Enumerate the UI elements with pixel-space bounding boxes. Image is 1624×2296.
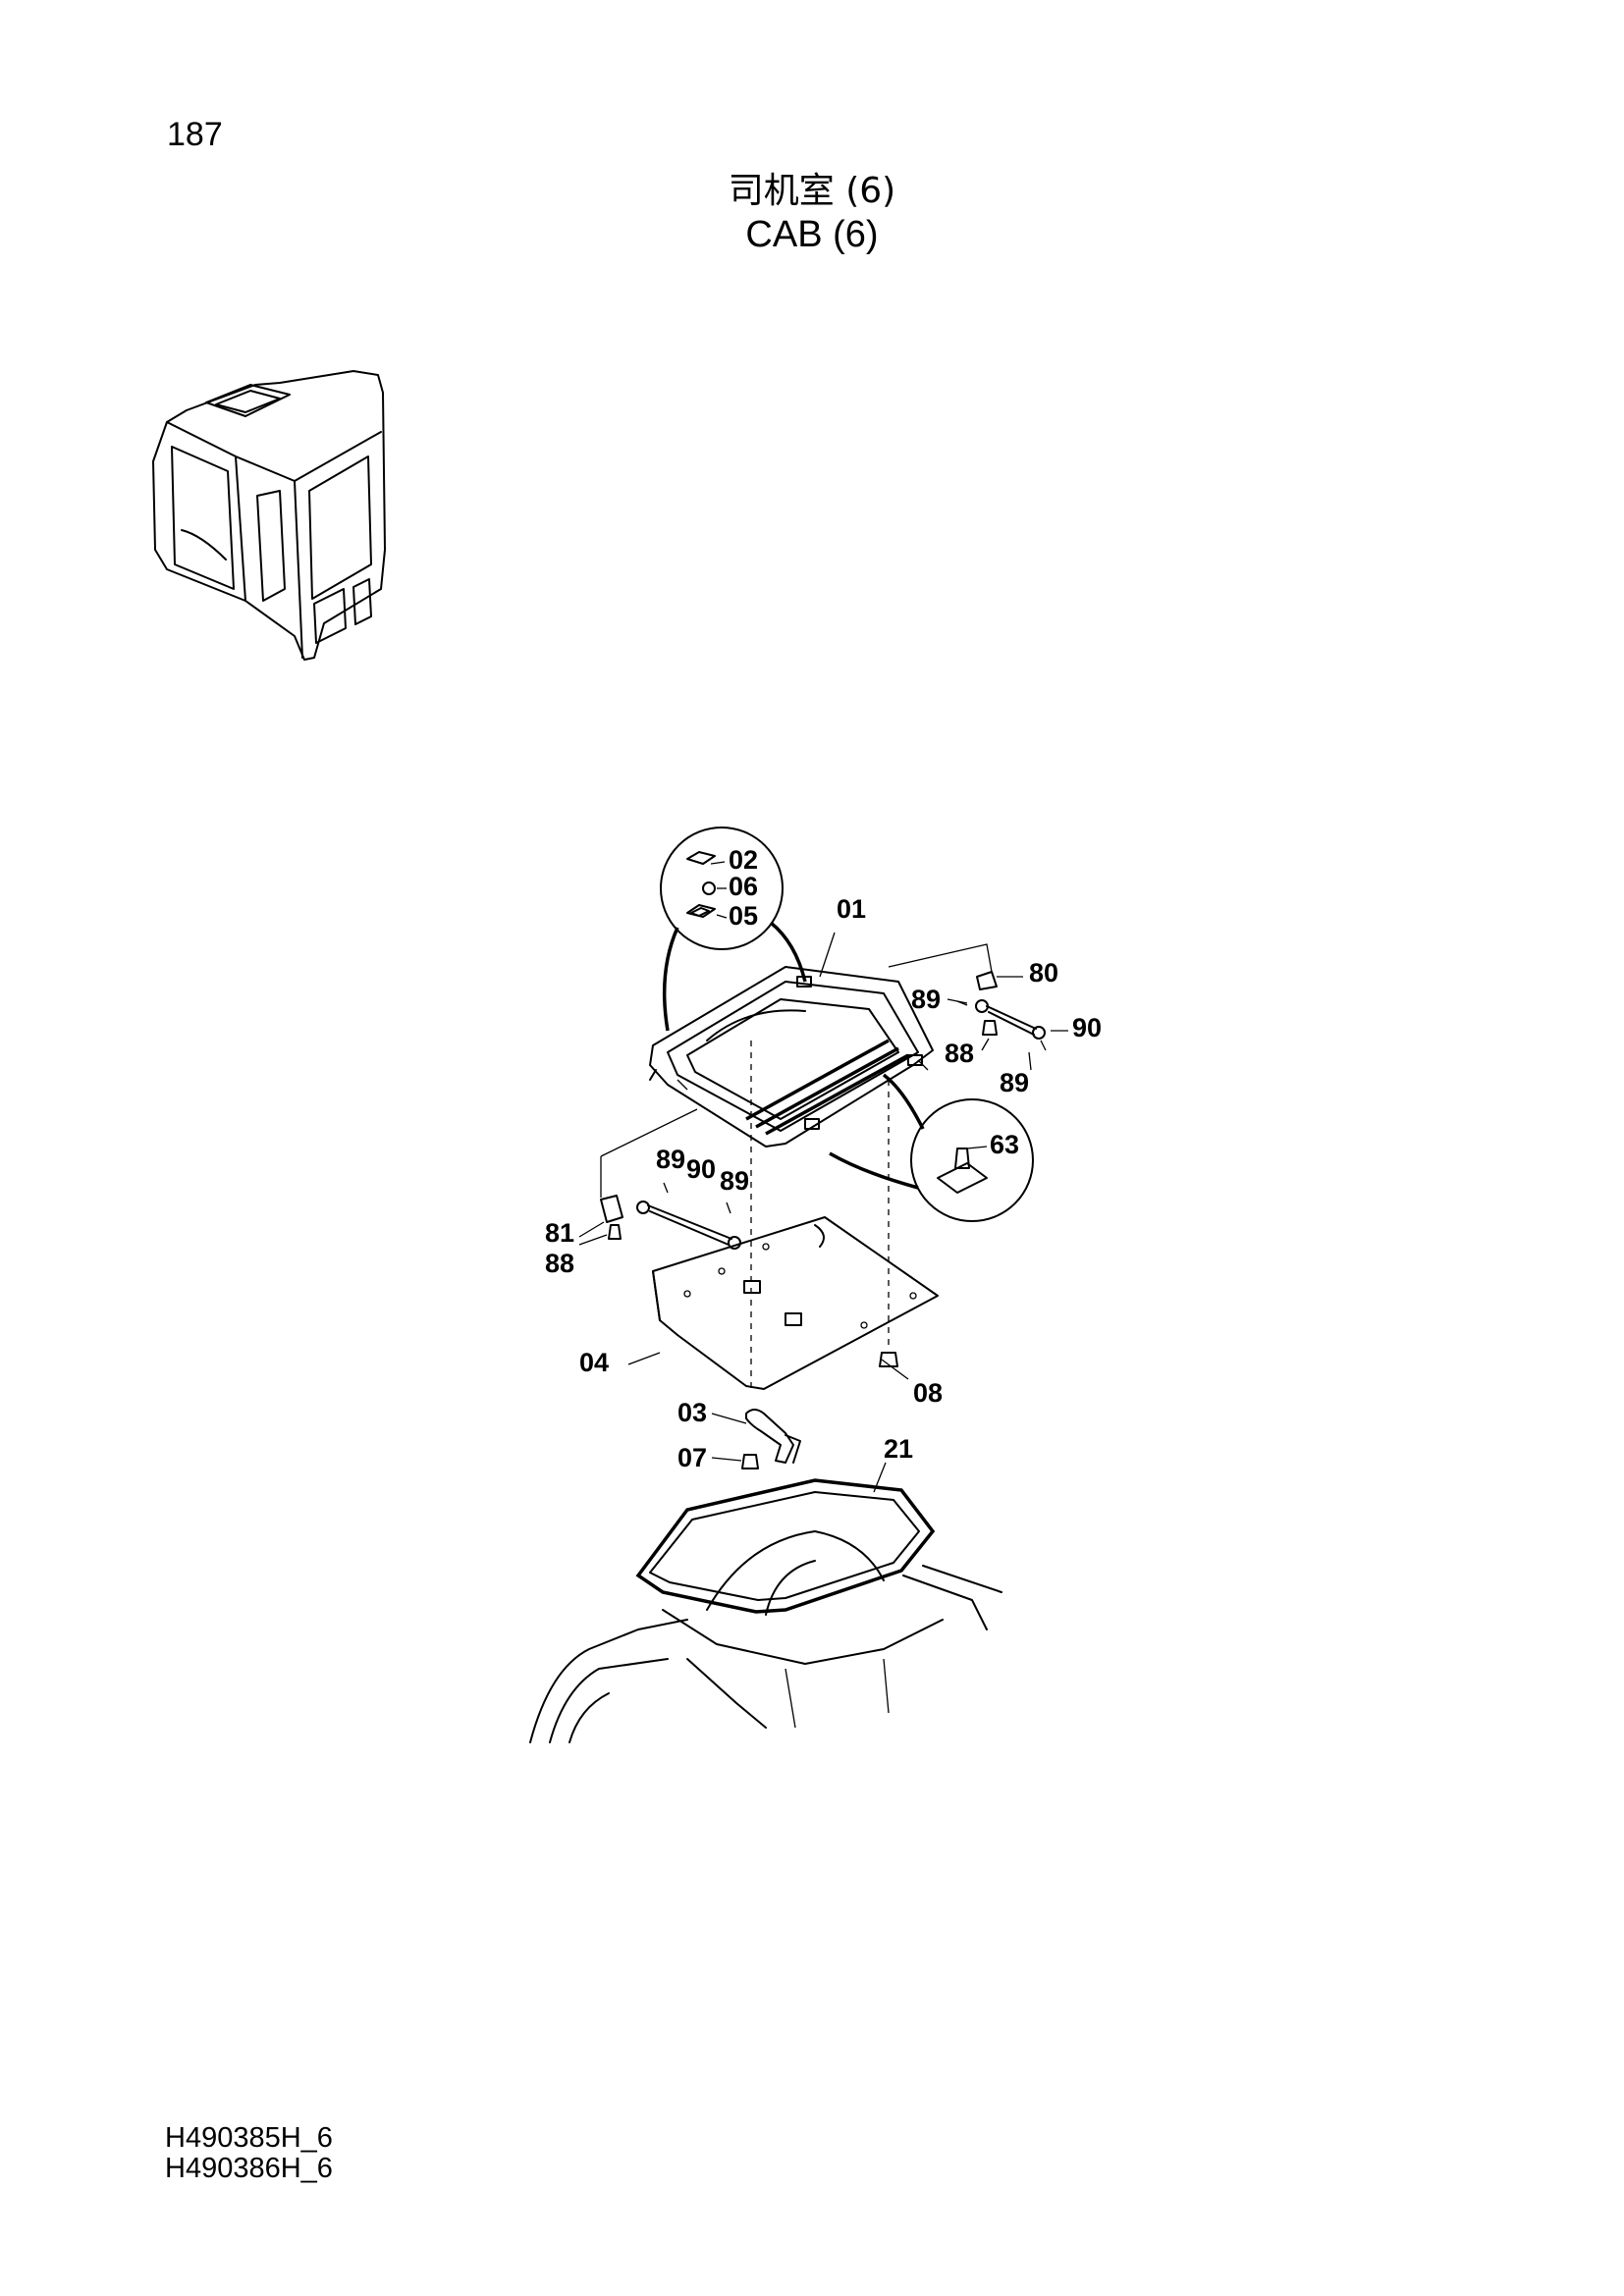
callout-06: 06 [729,872,758,901]
left-gas-strut-assembly [600,1108,741,1250]
callout-88-right: 88 [945,1039,974,1068]
callout-01: 01 [837,894,866,924]
callout-81: 81 [545,1218,574,1248]
callout-63: 63 [990,1130,1019,1159]
callout-80: 80 [1029,958,1058,988]
callout-07: 07 [677,1443,707,1472]
document-code-1: H490385H_6 [165,2122,333,2154]
callout-04: 04 [579,1348,609,1377]
callout-08: 08 [913,1378,943,1408]
bolt-07 [741,1454,759,1469]
leader-lines [578,861,1068,1493]
callout-05: 05 [729,901,758,931]
callout-90-left: 90 [686,1154,716,1184]
cab-roof-context [529,1530,1002,1743]
inner-liner-plate [652,1216,939,1390]
callout-89-left-lower: 89 [720,1166,749,1196]
detail-circle-bracket [829,1073,1034,1222]
callout-89-right-upper: 89 [911,985,941,1014]
callout-02: 02 [729,845,758,875]
page-number: 187 [167,116,223,153]
handle-and-bolts [741,1352,898,1469]
roof-hatch-frame [649,966,934,1148]
callout-03: 03 [677,1398,707,1427]
hatch-seal-ring [635,1478,936,1614]
bolt-08 [879,1352,898,1367]
page-title-chinese: 司机室 (6) [728,171,896,211]
callout-89-left-upper: 89 [656,1145,685,1174]
page-title-english: CAB (6) [745,214,879,255]
callout-21: 21 [884,1434,913,1464]
detail-circle-latch [660,827,807,1032]
callout-90-right: 90 [1072,1013,1102,1042]
right-gas-strut-assembly [888,943,1047,1051]
callout-89-right-lower: 89 [1000,1068,1029,1097]
cab-thumbnail [152,370,386,661]
document-code-2: H490386H_6 [165,2153,333,2184]
callout-88-left: 88 [545,1249,574,1278]
